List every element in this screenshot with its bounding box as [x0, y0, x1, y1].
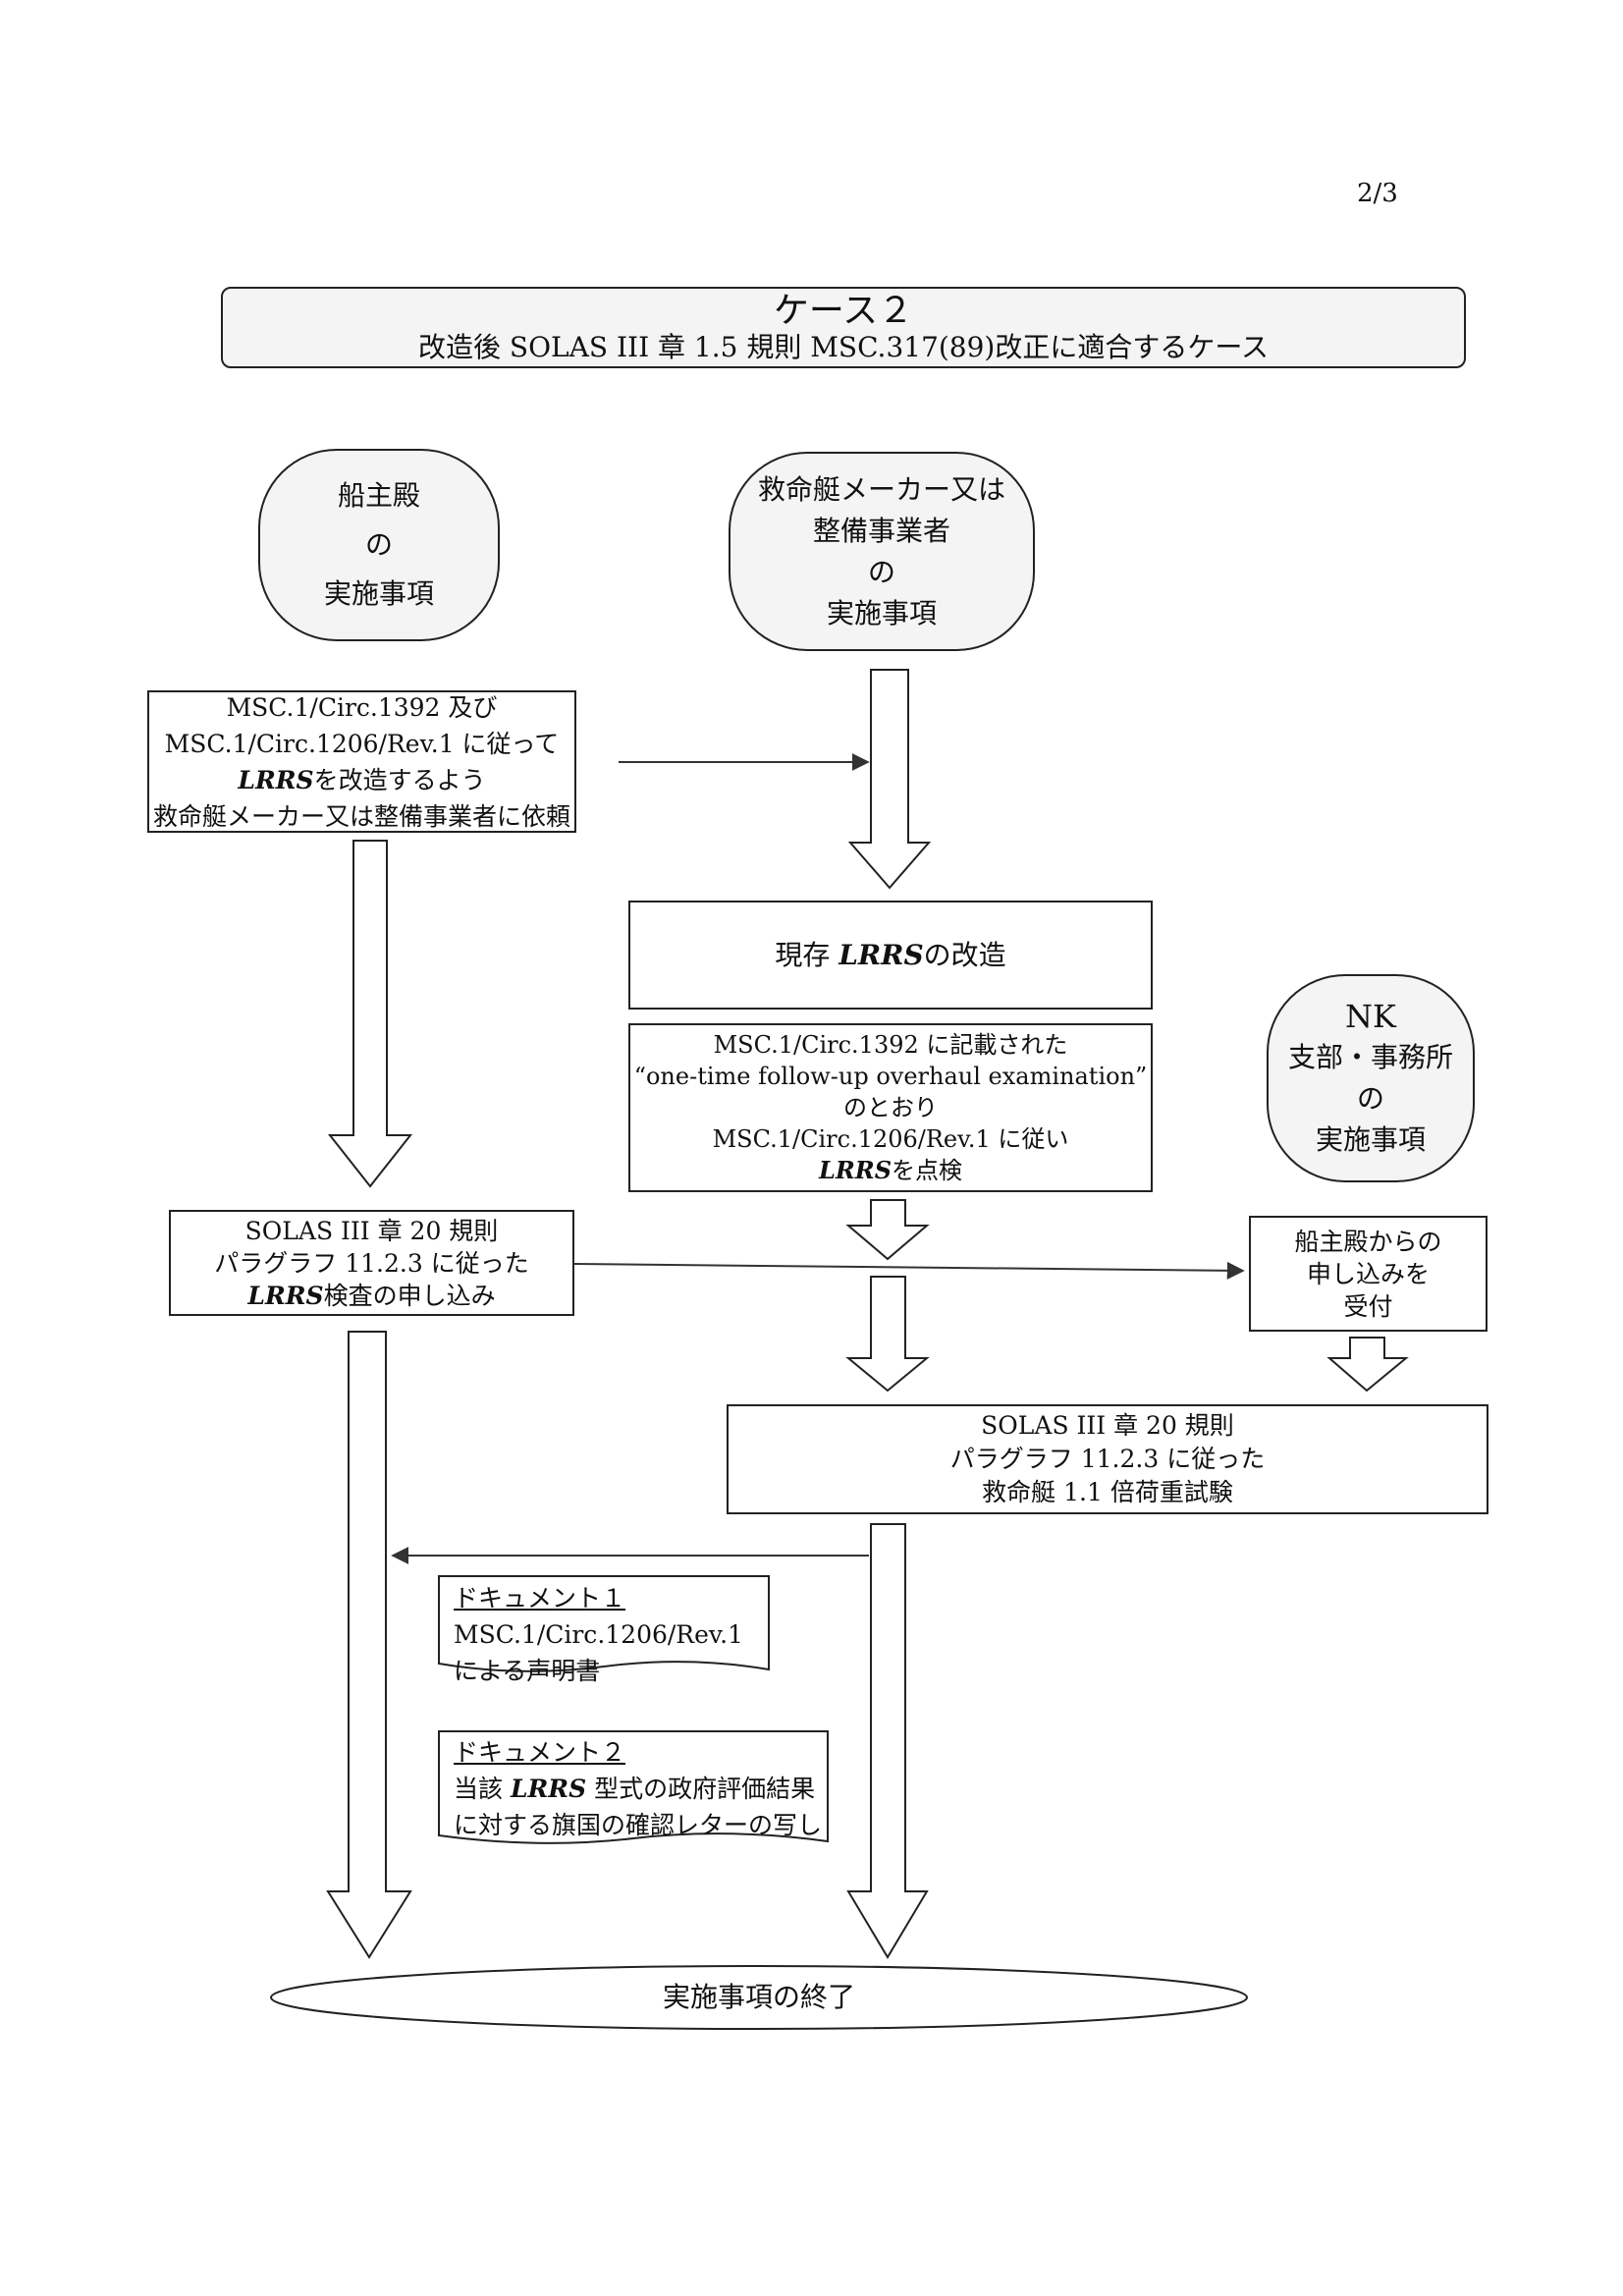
document2: ドキュメント２ 当該 LRRS 型式の政府評価結果 に対する旗国の確認レターの写… [454, 1734, 827, 1843]
down-arrow-maker-4 [846, 1523, 929, 1959]
application-lrrs: LRRS [247, 1281, 324, 1310]
application-line1: SOLAS III 章 20 規則 [244, 1216, 499, 1245]
actor-nk-line1: NK [1345, 998, 1396, 1035]
application-line3-rest: 検査の申し込み [323, 1281, 496, 1310]
inspection-line1: MSC.1/Circ.1392 に記載された [713, 1031, 1068, 1059]
owner-request-line1: MSC.1/Circ.1392 及び [226, 692, 498, 722]
down-arrow-owner-1 [327, 840, 413, 1188]
owner-request-line3: LRRSを改造するよう [238, 762, 485, 798]
owner-request-line2: MSC.1/Circ.1206/Rev.1 に従って [164, 729, 560, 758]
down-arrow-nk [1326, 1337, 1409, 1393]
end-label: 実施事項の終了 [662, 1981, 855, 2013]
document1-line2: による声明書 [454, 1657, 601, 1685]
actor-nk: NK 支部・事務所 の 実施事項 [1267, 974, 1475, 1182]
document2-line1-pre: 当該 [454, 1775, 511, 1803]
nk-receive-line3: 受付 [1343, 1291, 1393, 1321]
owner-request-line3-rest: を改造するよう [313, 765, 486, 794]
actor-nk-line4: 実施事項 [1315, 1123, 1426, 1156]
document2-lrrs: LRRS [510, 1775, 587, 1803]
down-arrow-owner-2 [326, 1331, 412, 1959]
actor-nk-line3: の [1356, 1082, 1384, 1115]
modification-lrrs: LRRS [839, 939, 924, 971]
actor-maker-line1: 救命艇メーカー又は [757, 472, 1005, 506]
modification-pre: 現存 [775, 939, 839, 971]
case-subtitle: 改造後 SOLAS III 章 1.5 規則 MSC.317(89)改正に適合す… [418, 330, 1269, 363]
load-test-line2: パラグラフ 11.2.3 に従った [949, 1445, 1266, 1473]
document2-title: ドキュメント２ [454, 1738, 626, 1767]
connector-application-to-nk [573, 1261, 1245, 1280]
nk-receive-box: 船主殿からの 申し込みを 受付 [1249, 1216, 1488, 1332]
nk-receive-line1: 船主殿からの [1294, 1227, 1442, 1256]
case-title: ケース２ [773, 290, 914, 331]
actor-owner-line2: の [364, 528, 393, 561]
inspection-line5-rest: を点検 [892, 1157, 963, 1184]
inspection-line2: “one-time follow-up overhaul examination… [633, 1063, 1148, 1090]
document1-line1: MSC.1/Circ.1206/Rev.1 [454, 1620, 743, 1649]
document1-title: ドキュメント１ [454, 1584, 626, 1613]
actor-nk-line2: 支部・事務所 [1287, 1041, 1453, 1073]
case-header: ケース２ 改造後 SOLAS III 章 1.5 規則 MSC.317(89)改… [221, 287, 1466, 368]
nk-receive-line2: 申し込みを [1306, 1259, 1430, 1288]
document2-line1: 当該 LRRS 型式の政府評価結果 [454, 1771, 827, 1807]
owner-request-box: MSC.1/Circ.1392 及び MSC.1/Circ.1206/Rev.1… [147, 690, 576, 833]
actor-owner-line3: 実施事項 [323, 577, 434, 610]
inspection-line4: MSC.1/Circ.1206/Rev.1 に従い [712, 1125, 1069, 1153]
inspection-lrrs: LRRS [818, 1156, 893, 1184]
document2-line1-post: 型式の政府評価結果 [586, 1775, 816, 1803]
down-arrow-maker-3 [845, 1276, 930, 1393]
actor-maker-line4: 実施事項 [826, 596, 937, 629]
actor-maker-line3: の [867, 555, 895, 588]
document2-line2: に対する旗国の確認レターの写し [454, 1811, 823, 1839]
actor-owner: 船主殿 の 実施事項 [258, 449, 500, 641]
actor-maker-line2: 整備事業者 [812, 514, 950, 547]
load-test-line3: 救命艇 1.1 倍荷重試験 [982, 1478, 1233, 1506]
load-test-box: SOLAS III 章 20 規則 パラグラフ 11.2.3 に従った 救命艇 … [727, 1404, 1488, 1514]
modification-box: 現存 LRRSの改造 [628, 901, 1153, 1010]
load-test-line1: SOLAS III 章 20 規則 [981, 1411, 1234, 1440]
document1-shape [438, 1575, 770, 1672]
inspection-line3: のとおり [843, 1094, 938, 1121]
owner-request-lrrs: LRRS [238, 765, 314, 794]
document2-shape [438, 1730, 829, 1844]
down-arrow-maker-1 [847, 669, 932, 890]
modification-post: の改造 [923, 939, 1006, 971]
down-arrow-maker-2 [845, 1199, 930, 1261]
application-line2: パラグラフ 11.2.3 に従った [214, 1248, 529, 1278]
modification-label: 現存 LRRSの改造 [775, 937, 1005, 973]
actor-maker: 救命艇メーカー又は 整備事業者 の 実施事項 [729, 452, 1035, 651]
inspection-box: MSC.1/Circ.1392 に記載された “one-time follow-… [628, 1023, 1153, 1192]
page-number: 2/3 [1357, 179, 1398, 208]
document1: ドキュメント１ MSC.1/Circ.1206/Rev.1 による声明書 [454, 1580, 768, 1689]
end-terminator-shape [270, 1965, 1248, 2030]
application-line3: LRRS検査の申し込み [247, 1280, 495, 1312]
inspection-line5: LRRSを点検 [819, 1155, 962, 1186]
actor-owner-line1: 船主殿 [337, 479, 420, 512]
application-box: SOLAS III 章 20 規則 パラグラフ 11.2.3 に従った LRRS… [169, 1210, 574, 1316]
owner-request-line4: 救命艇メーカー又は整備事業者に依頼 [152, 801, 570, 831]
